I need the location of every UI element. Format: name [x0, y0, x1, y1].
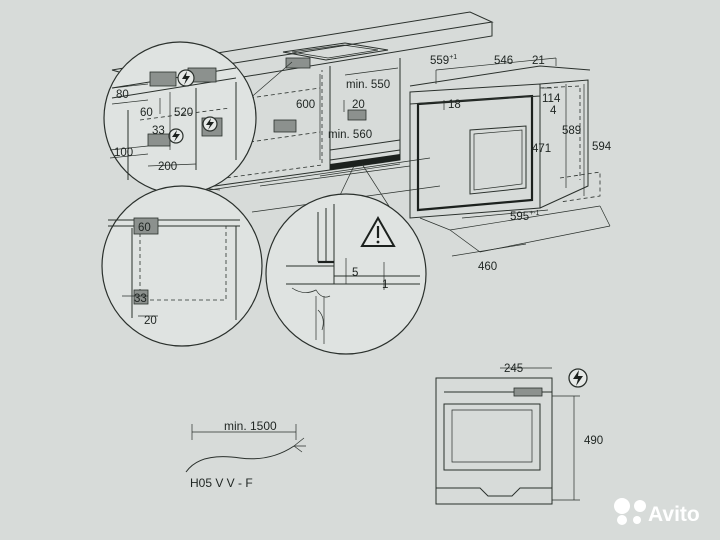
oven-dim-4: 4	[550, 105, 557, 117]
cabinet-dim-min550: min. 550	[346, 79, 390, 91]
oven-dim-594: 594	[592, 141, 612, 153]
electric-hazard-icon	[168, 128, 184, 144]
avito-logo-icon	[614, 498, 646, 525]
oven-dim-559: 559+1	[430, 54, 457, 67]
cabinet-dim-min560: min. 560	[328, 129, 372, 141]
dim-520: 520	[174, 107, 193, 119]
dim-100: 100	[114, 147, 133, 159]
oven-dim-546: 546	[494, 55, 513, 67]
dim-80: 80	[116, 89, 129, 101]
side-dim-60: 60	[138, 222, 151, 234]
oven-dim-589: 589	[562, 125, 581, 137]
dim-200: 200	[158, 161, 177, 173]
vent-dim-1: 1	[382, 279, 388, 291]
avito-watermark: Avito	[614, 498, 700, 526]
watermark-text: Avito	[648, 503, 700, 526]
cabinet-dim-600: 600	[296, 99, 315, 111]
kitchen-cabinet-drawing: 600 min. 550 20 min. 560	[111, 11, 494, 217]
oven-dim-21: 21	[532, 55, 545, 67]
dim-60: 60	[140, 107, 153, 119]
oven-dim-18: 18	[448, 99, 461, 111]
oven-front-view: 245 490	[435, 363, 603, 505]
front-dim-245: 245	[504, 363, 523, 375]
power-cable-drawing: min. 1500 H05 V V - F	[185, 419, 306, 490]
oven-dim-471: 471	[532, 143, 551, 155]
side-dim-33: 33	[134, 293, 147, 305]
detail-circle-power-outlet: 80 60 520 33 100 200	[103, 41, 257, 195]
oven-dim-595: 595+-1	[510, 210, 540, 223]
vent-dim-5: 5	[352, 267, 358, 279]
electric-hazard-icon	[177, 69, 195, 87]
electric-hazard-icon	[568, 368, 588, 388]
cable-type: H05 V V - F	[190, 476, 253, 490]
dim-33: 33	[152, 125, 165, 137]
cabinet-dim-20: 20	[352, 99, 365, 111]
detail-circle-ventilation: 5 1	[265, 193, 427, 355]
oven-dim-460: 460	[478, 261, 497, 273]
electric-hazard-icon	[202, 116, 218, 132]
oven-drawing: 559+1 546 21 18 114 4 589 594 471 595+-1…	[409, 54, 612, 273]
side-dim-20: 20	[144, 315, 157, 327]
oven-dim-114: 114	[542, 93, 561, 105]
detail-circle-side-gaps: 60 33 20	[101, 185, 263, 347]
front-dim-490: 490	[584, 435, 603, 447]
cable-min-length: min. 1500	[224, 419, 277, 433]
warning-triangle-icon	[360, 215, 396, 247]
